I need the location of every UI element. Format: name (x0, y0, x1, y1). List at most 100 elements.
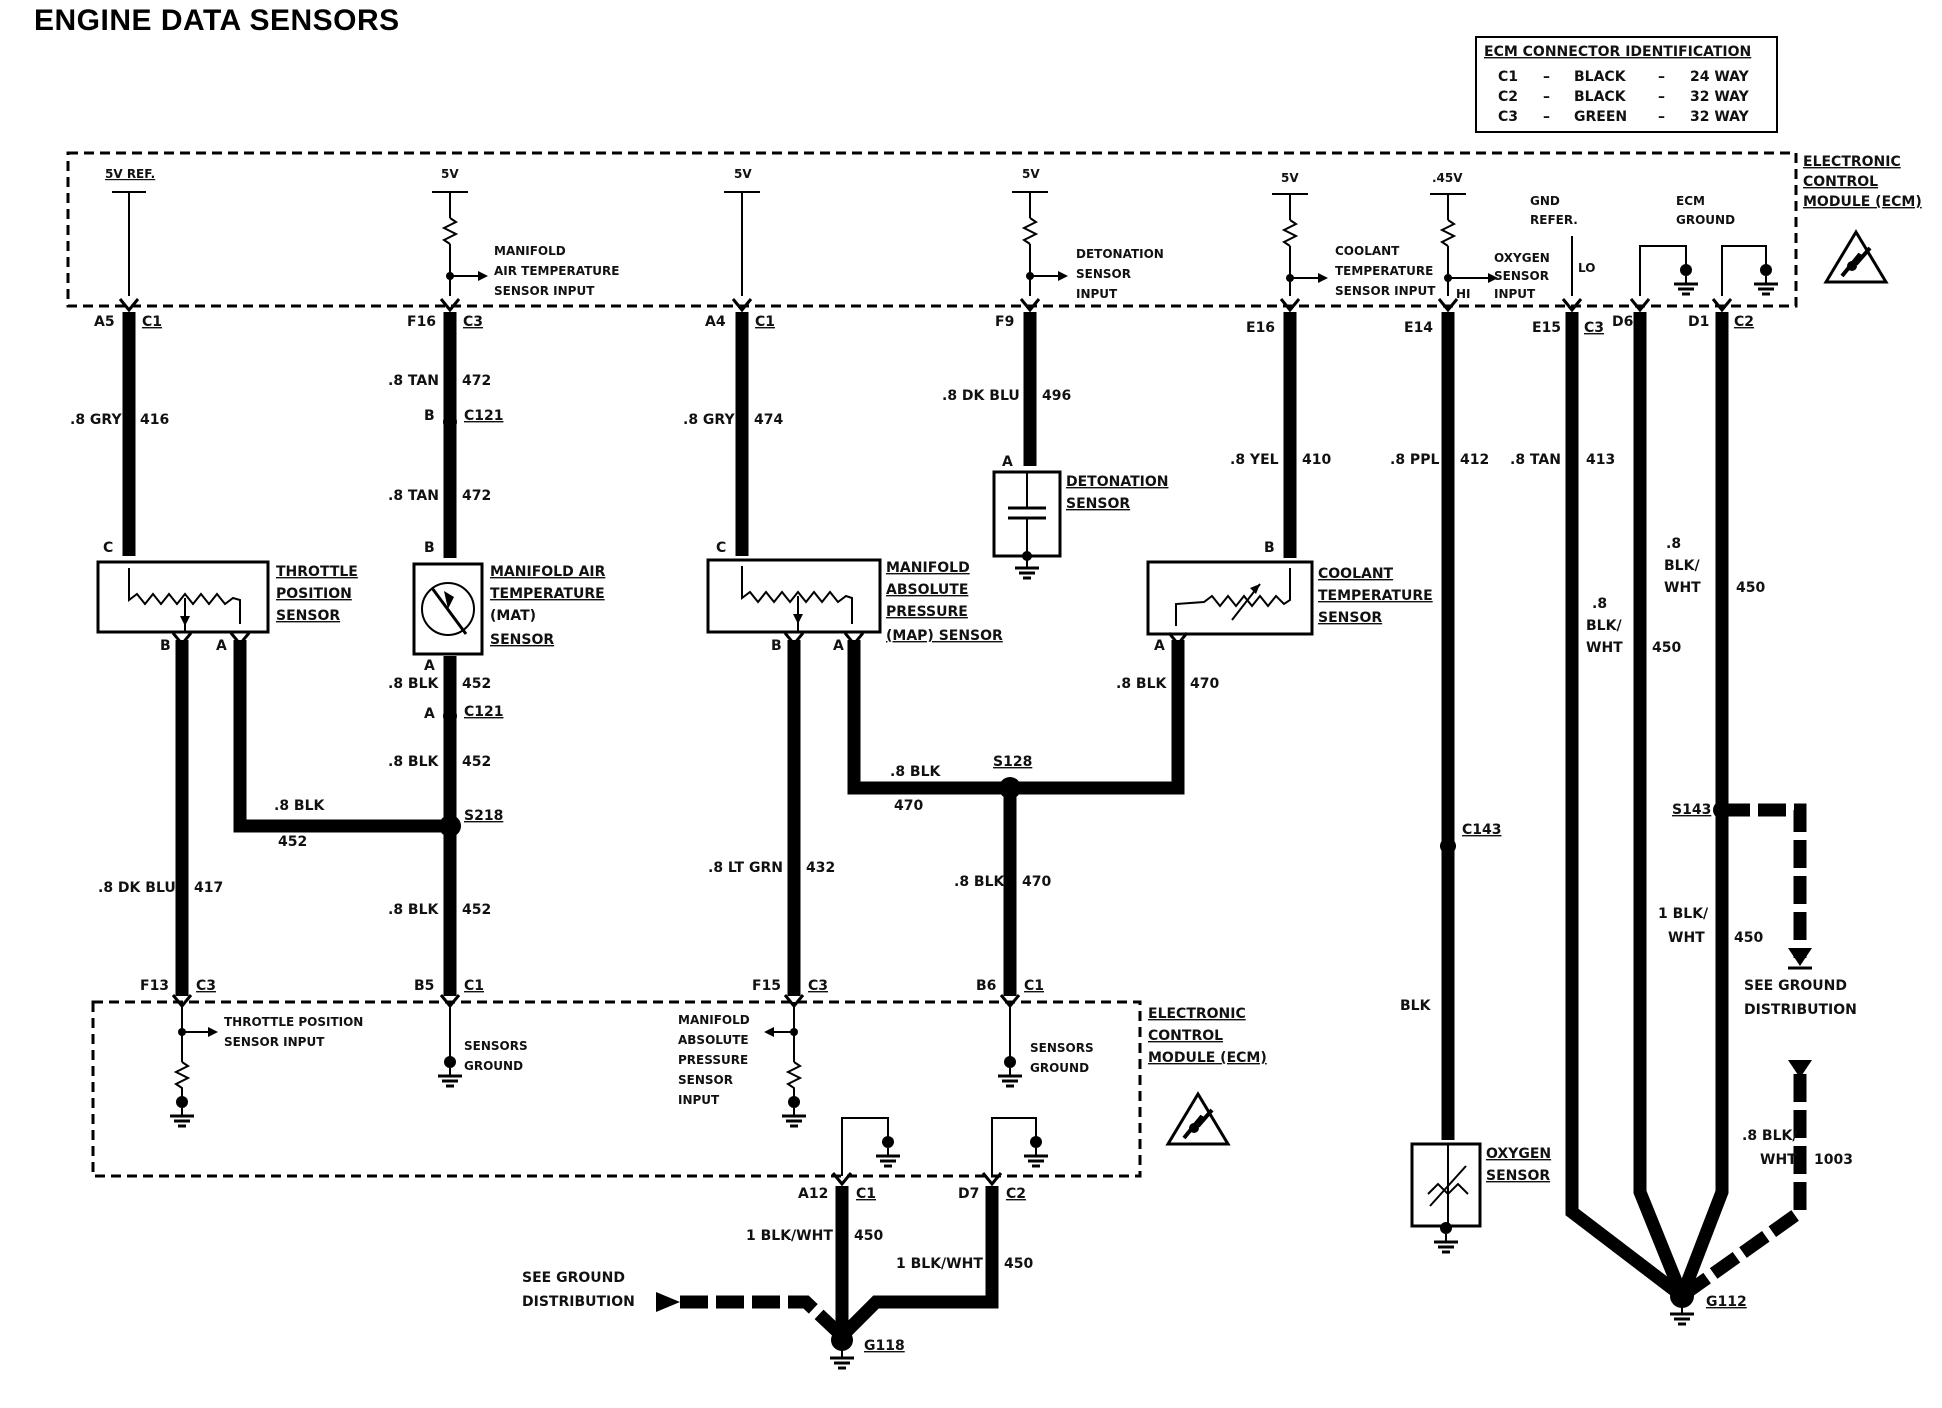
svg-text:472: 472 (462, 373, 491, 389)
svg-text:WHT: WHT (1586, 640, 1623, 656)
svg-text:C: C (716, 540, 726, 556)
svg-text:SENSOR INPUT: SENSOR INPUT (494, 284, 595, 298)
svg-text:COOLANT: COOLANT (1335, 244, 1400, 258)
svg-text:WHT: WHT (1664, 580, 1701, 596)
svg-text:SENSOR: SENSOR (1066, 496, 1130, 512)
svg-text:ABSOLUTE: ABSOLUTE (678, 1033, 749, 1047)
svg-text:A: A (424, 658, 435, 674)
svg-text:F15: F15 (752, 978, 781, 994)
svg-text:OXYGEN: OXYGEN (1486, 1146, 1551, 1162)
svg-text:32 WAY: 32 WAY (1690, 109, 1750, 125)
svg-text:SENSOR: SENSOR (1486, 1168, 1550, 1184)
svg-text:GROUND: GROUND (1676, 213, 1735, 227)
esd-warning-icon-2 (1166, 1092, 1230, 1146)
svg-text:A: A (1154, 638, 1165, 654)
svg-text:C3: C3 (1584, 320, 1604, 336)
svg-text:MANIFOLD: MANIFOLD (886, 560, 970, 576)
svg-text:.8 TAN: .8 TAN (1510, 452, 1561, 468)
svg-text:412: 412 (1460, 452, 1489, 468)
svg-text:C1: C1 (856, 1186, 876, 1202)
svg-text:.8 LT GRN: .8 LT GRN (708, 860, 783, 876)
map-circuit: .8 GRY 474 C MANIFOLD ABSOLUTE PRESSURE … (683, 312, 1185, 996)
svg-text:MODULE (ECM): MODULE (ECM) (1148, 1050, 1267, 1066)
svg-text:PRESSURE: PRESSURE (678, 1053, 748, 1067)
svg-text:A: A (1002, 454, 1013, 470)
svg-text:1 BLK/WHT: 1 BLK/WHT (746, 1228, 833, 1244)
svg-text:450: 450 (1004, 1256, 1033, 1272)
svg-text:452: 452 (462, 902, 491, 918)
svg-text:.45V: .45V (1432, 171, 1463, 185)
svg-text:F9: F9 (995, 314, 1014, 330)
svg-text:TEMPERATURE: TEMPERATURE (490, 586, 605, 602)
svg-text:GROUND: GROUND (1030, 1061, 1089, 1075)
svg-text:.8 BLK: .8 BLK (388, 754, 440, 770)
svg-text:.8 BLK: .8 BLK (388, 676, 440, 692)
svg-text:B: B (1264, 540, 1275, 556)
ground-g118 (831, 1329, 853, 1351)
svg-text:E15: E15 (1532, 320, 1561, 336)
mat-circuit: .8 TAN 472 B C121 .8 TAN 472 B MANIFOLD … (388, 312, 606, 996)
connector-id-heading: ECM CONNECTOR IDENTIFICATION (1484, 44, 1751, 60)
svg-text:DETONATION: DETONATION (1076, 247, 1164, 261)
detonation-circuit: .8 DK BLU 496 A DETONATION SENSOR (942, 312, 1168, 580)
svg-text:413: 413 (1586, 452, 1615, 468)
ecm-top-box: ELECTRONIC CONTROL MODULE (ECM) (66, 151, 1922, 308)
svg-text:GND: GND (1530, 194, 1560, 208)
svg-text:SENSORS: SENSORS (464, 1039, 528, 1053)
svg-text:C121: C121 (464, 408, 504, 424)
svg-text:DISTRIBUTION: DISTRIBUTION (1744, 1002, 1857, 1018)
svg-text:MANIFOLD: MANIFOLD (494, 244, 566, 258)
svg-text:1003: 1003 (1814, 1152, 1853, 1168)
svg-text:–: – (1543, 89, 1550, 105)
svg-text:INPUT: INPUT (678, 1093, 720, 1107)
svg-text:470: 470 (894, 798, 923, 814)
ecm-bottom-box: ELECTRONIC CONTROL MODULE (ECM) F13 C3 T… (91, 978, 1267, 1178)
svg-text:.8 TAN: .8 TAN (388, 373, 439, 389)
svg-text:(MAT): (MAT) (490, 608, 536, 624)
svg-text:C1: C1 (1498, 69, 1518, 85)
svg-text:C1: C1 (1024, 978, 1044, 994)
esd-warning-icon (1824, 230, 1888, 284)
svg-text:DETONATION: DETONATION (1066, 474, 1168, 490)
svg-text:BLK/: BLK/ (1664, 558, 1700, 574)
svg-text:COOLANT: COOLANT (1318, 566, 1394, 582)
svg-text:470: 470 (1022, 874, 1051, 890)
page-title: ENGINE DATA SENSORS (34, 4, 400, 37)
svg-text:432: 432 (806, 860, 835, 876)
svg-text:E16: E16 (1246, 320, 1275, 336)
svg-text:A12: A12 (798, 1186, 828, 1202)
svg-text:THROTTLE: THROTTLE (276, 564, 358, 580)
svg-text:C3: C3 (1498, 109, 1518, 125)
svg-text:452: 452 (462, 676, 491, 692)
svg-text:450: 450 (1652, 640, 1681, 656)
svg-text:B5: B5 (414, 978, 434, 994)
supply-5v-map: 5V (724, 167, 760, 296)
svg-text:–: – (1658, 69, 1665, 85)
svg-text:ELECTRONIC: ELECTRONIC (1148, 1006, 1246, 1022)
svg-text:C2: C2 (1498, 89, 1518, 105)
svg-text:.8 GRY: .8 GRY (683, 412, 735, 428)
svg-text:–: – (1543, 109, 1550, 125)
svg-text:MODULE (ECM): MODULE (ECM) (1803, 194, 1922, 210)
svg-text:474: 474 (754, 412, 783, 428)
svg-text:1 BLK/: 1 BLK/ (1658, 906, 1709, 922)
svg-text:INPUT: INPUT (1494, 287, 1536, 301)
svg-text:B: B (771, 638, 782, 654)
oxygen-circuit: .8 PPL 412 C143 BLK OXYGEN SENSOR (1390, 312, 1551, 1254)
svg-text:A: A (833, 638, 844, 654)
svg-text:5V: 5V (1022, 167, 1040, 181)
svg-text:ABSOLUTE: ABSOLUTE (886, 582, 968, 598)
svg-text:C3: C3 (808, 978, 828, 994)
svg-text:452: 452 (462, 754, 491, 770)
svg-text:A4: A4 (705, 314, 726, 330)
svg-text:BLK: BLK (1400, 998, 1432, 1014)
svg-text:HI: HI (1456, 287, 1471, 301)
splice-s218 (439, 815, 461, 837)
svg-text:GREEN: GREEN (1574, 109, 1627, 125)
svg-text:C1: C1 (755, 314, 775, 330)
svg-text:496: 496 (1042, 388, 1071, 404)
coolant-circuit: .8 YEL 410 B COOLANT TEMPERATURE SENSOR … (1116, 312, 1433, 692)
svg-text:450: 450 (1736, 580, 1765, 596)
connector-id-box: ECM CONNECTOR IDENTIFICATION C1 – BLACK … (1475, 36, 1778, 133)
